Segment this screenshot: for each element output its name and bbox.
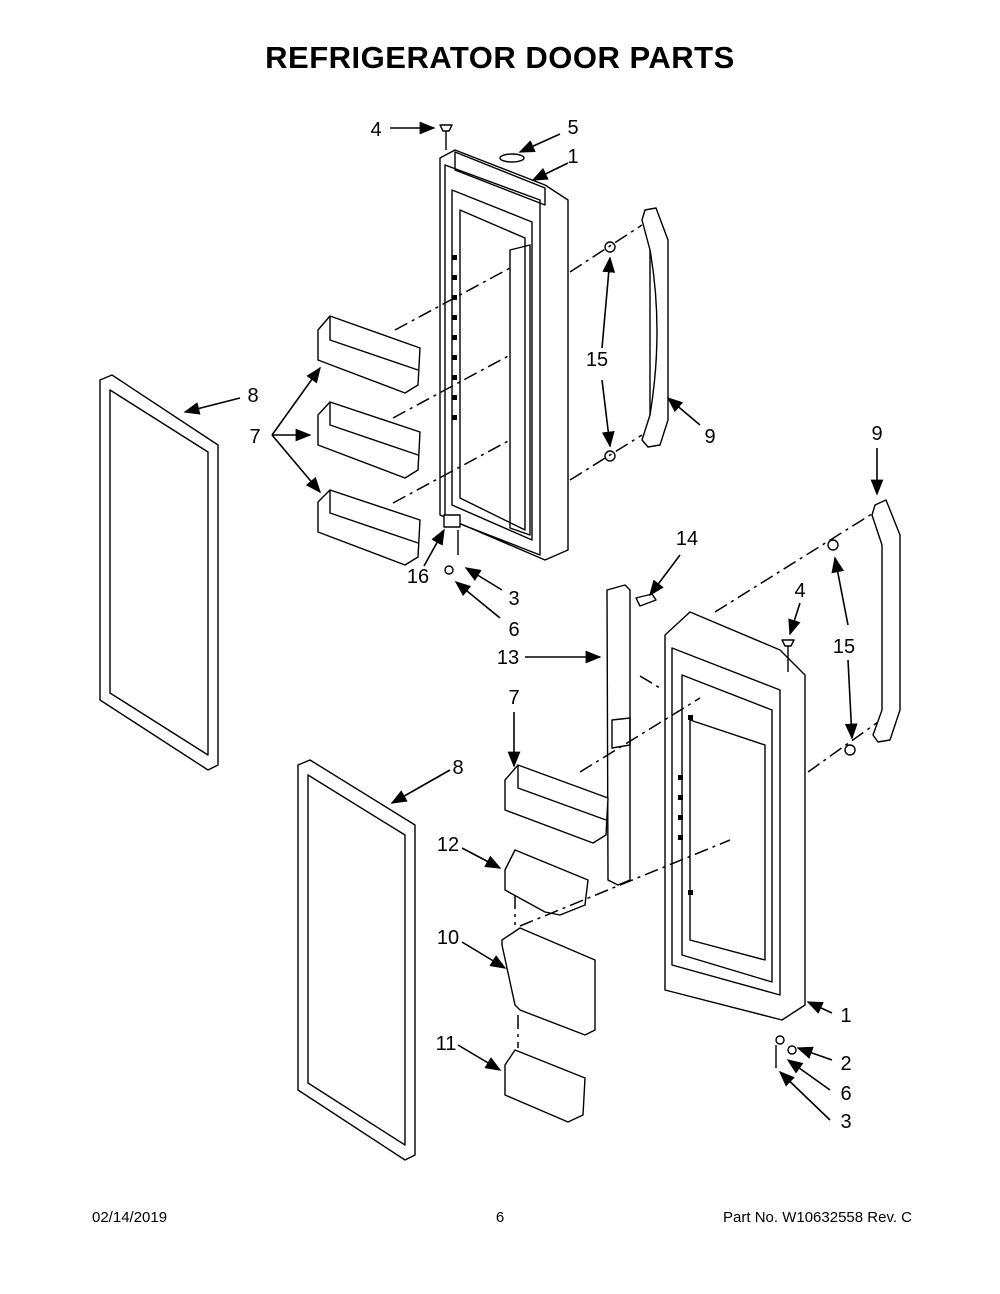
- callout-9: 9: [704, 426, 715, 448]
- callout-3: 3: [508, 588, 519, 610]
- callout-15: 15: [586, 349, 608, 371]
- callout-6: 6: [508, 619, 519, 641]
- callout-8: 8: [452, 757, 463, 779]
- gasket-right: [297, 759, 416, 1161]
- callout-8: 8: [247, 385, 258, 407]
- callout-14: 14: [676, 528, 698, 550]
- callout-1: 1: [567, 146, 578, 168]
- door-bin-right: [504, 764, 609, 844]
- callout-12: 12: [437, 834, 459, 856]
- callout-15: 15: [833, 636, 855, 658]
- callout-16: 16: [407, 566, 429, 588]
- callout-2: 2: [840, 1053, 851, 1075]
- door-bin-middle: [317, 401, 421, 479]
- callout-3: 3: [840, 1111, 851, 1133]
- gasket-left: [99, 374, 219, 771]
- callout-13: 13: [497, 647, 519, 669]
- dispenser-trim: [606, 584, 631, 886]
- callout-11: 11: [436, 1033, 457, 1055]
- footer-date: 02/14/2019: [92, 1209, 168, 1226]
- page-title: REFRIGERATOR DOOR PARTS: [265, 40, 735, 75]
- right-handle: [871, 499, 901, 743]
- callout-4: 4: [794, 580, 805, 602]
- ice-chute-cover: [504, 849, 589, 916]
- callout-7: 7: [508, 687, 519, 709]
- door-bin-bottom: [317, 489, 421, 566]
- footer-part-number: Part No. W10632558 Rev. C: [723, 1209, 912, 1226]
- footer-page-number: 6: [495, 1209, 505, 1226]
- right-door: [664, 611, 806, 1021]
- callout-10: 10: [437, 927, 459, 949]
- callout-6: 6: [840, 1083, 851, 1105]
- door-bin-top: [317, 315, 421, 394]
- callout-7: 7: [249, 426, 260, 448]
- callout-9: 9: [871, 423, 882, 445]
- callout-1: 1: [840, 1005, 851, 1027]
- ice-bin-housing: [501, 927, 596, 1036]
- callout-5: 5: [567, 117, 578, 139]
- left-door: [439, 149, 569, 561]
- callout-4: 4: [370, 119, 381, 141]
- left-handle: [641, 207, 669, 448]
- ice-bucket: [504, 1049, 586, 1123]
